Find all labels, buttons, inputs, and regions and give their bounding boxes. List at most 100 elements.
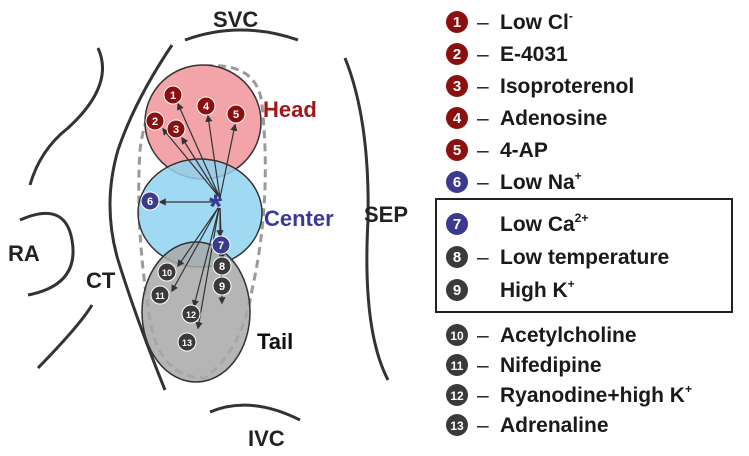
arrow-to-1 [177, 102, 221, 199]
diagram-marker-11: 11 [150, 285, 170, 305]
legend-marker [446, 139, 468, 161]
diagram-marker-number: 7 [218, 240, 224, 252]
ivc-outline [209, 403, 301, 422]
legend-marker [446, 171, 468, 193]
legend-marker [446, 354, 468, 376]
legend-marker-number: 12 [450, 389, 464, 403]
diagram-marker-2: 2 [145, 111, 165, 131]
legend-item-6: 6–Low Na+ [446, 169, 582, 194]
legend: 1–Low Cl-2–E-40313–Isoproterenol4–Adenos… [446, 9, 692, 437]
legend-marker-number: 9 [453, 282, 461, 299]
arrow-to-12 [191, 207, 220, 308]
legend-item-10: 10–Acetylcholine [446, 324, 637, 347]
legend-item-13: 13–Adrenaline [446, 414, 609, 437]
arrow-to-4 [205, 114, 221, 199]
legend-group-box [435, 198, 733, 313]
legend-item-2: 2–E-4031 [446, 43, 568, 66]
diagram-marker-6: 6 [140, 191, 160, 211]
diagram-marker-circle [140, 191, 160, 211]
legend-item-3: 3–Isoproterenol [446, 75, 634, 98]
legend-label: Isoproterenol [500, 75, 634, 98]
sep-label: SEP [364, 202, 408, 227]
diagram-marker-4: 4 [196, 96, 216, 116]
diagram-marker-circle [226, 104, 246, 124]
legend-marker [446, 384, 468, 406]
tail-label: Tail [257, 329, 293, 354]
legend-marker-number: 13 [450, 419, 464, 433]
svc-label: SVC [213, 7, 258, 32]
diagram-marker-number: 9 [219, 281, 225, 293]
diagram-marker-circle [177, 332, 197, 352]
legend-item-5: 5–4-AP [446, 139, 548, 162]
diagram-marker-number: 8 [219, 261, 225, 273]
legend-dash: – [477, 43, 489, 66]
diagram-marker-number: 13 [182, 338, 192, 348]
legend-label: Nifedipine [500, 354, 602, 377]
diagram-marker-circle [163, 85, 183, 105]
diagram-marker-7: 7 [211, 235, 231, 255]
center-star: * [209, 188, 223, 226]
arrow-to-2 [162, 127, 221, 199]
diagram-marker-9: 9 [212, 276, 232, 296]
legend-dash: – [477, 246, 489, 269]
legend-label: Adrenaline [500, 414, 609, 437]
legend-marker-number: 1 [453, 14, 461, 31]
legend-superscript: - [569, 9, 573, 23]
legend-marker-number: 11 [451, 359, 464, 373]
legend-item-12: 12–Ryanodine+high K+ [446, 382, 692, 407]
legend-label: Low temperature [500, 246, 669, 269]
legend-dash: – [477, 11, 489, 34]
legend-superscript: + [568, 277, 575, 291]
legend-marker-number: 6 [453, 174, 461, 191]
legend-marker [446, 414, 468, 436]
legend-marker-number: 10 [450, 329, 464, 343]
legend-superscript: + [685, 382, 692, 396]
legend-dash: – [477, 384, 489, 407]
legend-label: Low Cl- [500, 9, 573, 34]
legend-marker [446, 11, 468, 33]
ivc-label: IVC [248, 426, 285, 451]
diagram-marker-number: 12 [186, 310, 196, 320]
diagram-marker-number: 5 [233, 109, 239, 121]
legend-label: Acetylcholine [500, 324, 637, 347]
diagram-marker-circle [212, 256, 232, 276]
diagram-marker-number: 2 [152, 116, 158, 128]
center-label: Center [264, 206, 334, 231]
diagram-marker-13: 13 [177, 332, 197, 352]
diagram-marker-circle [211, 235, 231, 255]
diagram-marker-circle [196, 96, 216, 116]
arrow-to-10 [177, 207, 219, 268]
legend-item-1: 1–Low Cl- [446, 9, 573, 34]
legend-label: Adenosine [500, 107, 607, 130]
diagram-marker-12: 12 [181, 304, 201, 324]
legend-label: 4-AP [500, 139, 548, 162]
diagram-marker-8: 8 [212, 256, 232, 276]
diagram-marker-number: 11 [155, 291, 165, 301]
diagram-marker-number: 6 [147, 196, 153, 208]
diagram-marker-circle [181, 304, 201, 324]
legend-marker-number: 5 [453, 142, 461, 159]
legend-marker [446, 107, 468, 129]
ra-label: RA [8, 241, 40, 266]
diagram-marker-circle [157, 262, 177, 282]
svc-outline [184, 28, 299, 42]
diagram-marker-10: 10 [157, 262, 177, 282]
legend-dash: – [477, 171, 489, 194]
diagram-marker-number: 4 [203, 101, 210, 113]
legend-marker [446, 75, 468, 97]
legend-label: E-4031 [500, 43, 568, 66]
diagram-marker-circle [145, 111, 165, 131]
diagram-marker-number: 3 [173, 124, 179, 136]
diagram-marker-1: 1 [163, 85, 183, 105]
legend-marker-number: 4 [453, 110, 462, 127]
legend-dash: – [477, 414, 489, 437]
ct-label: CT [86, 268, 116, 293]
arrows [158, 102, 238, 330]
diagram-marker-5: 5 [226, 104, 246, 124]
diagram-marker-number: 10 [162, 268, 172, 278]
diagram-marker-circle [166, 119, 186, 139]
legend-marker [446, 246, 468, 268]
